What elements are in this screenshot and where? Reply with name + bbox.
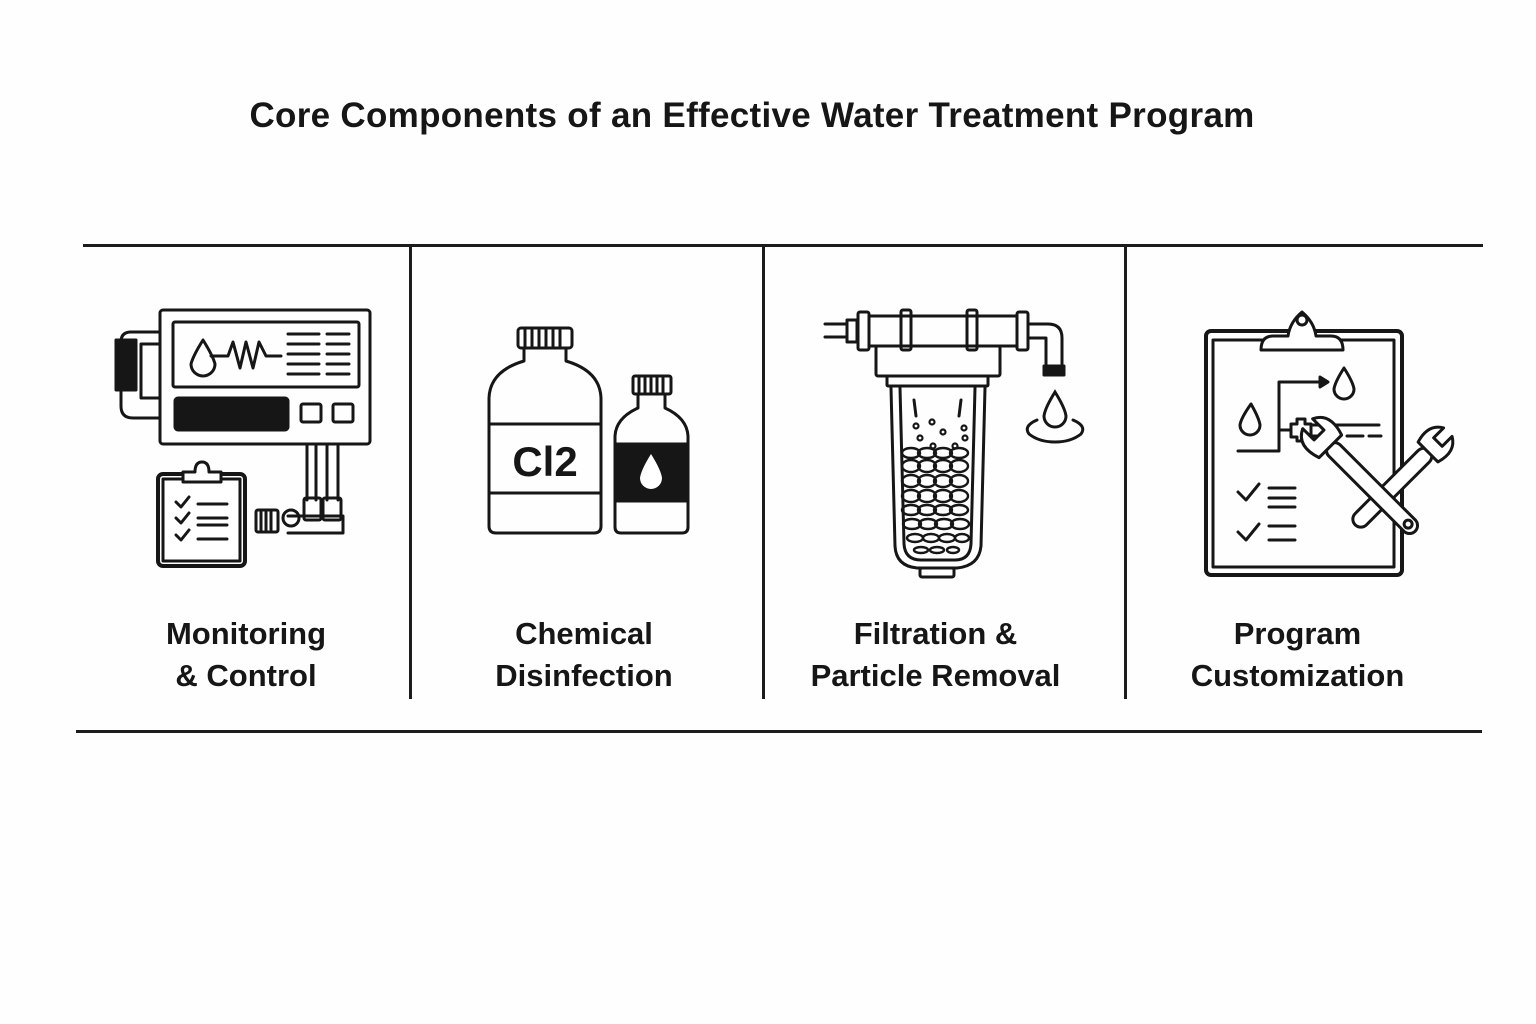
chemical-bottles-icon: Cl2 — [487, 326, 690, 535]
label-line-2: Customization — [1190, 658, 1405, 693]
bottom-rule — [76, 730, 1482, 733]
label-line-1: Monitoring — [165, 616, 327, 651]
column-divider — [762, 245, 765, 699]
label-line-2: & Control — [175, 658, 317, 693]
top-rule — [83, 244, 1483, 247]
column-divider — [409, 245, 412, 699]
column-divider — [1124, 245, 1127, 699]
component-label: Chemical Disinfection — [406, 613, 762, 697]
component-monitoring-control: Monitoring & Control — [83, 248, 409, 698]
label-line-1: Program — [1233, 616, 1362, 651]
clipboard-wrench-icon — [1204, 310, 1455, 577]
label-line-1: Chemical — [515, 616, 653, 651]
component-label: Filtration & Particle Removal — [747, 613, 1124, 697]
component-label: Monitoring & Control — [83, 613, 409, 697]
component-chemical-disinfection: Cl2 Chemical Disinfection — [412, 248, 762, 698]
component-program-customization: Program Customization — [1127, 248, 1483, 698]
cl2-label: Cl2 — [512, 438, 577, 485]
monitoring-controller-icon — [114, 308, 372, 568]
diagram-title: Core Components of an Effective Water Tr… — [249, 96, 1255, 135]
component-filtration: Filtration & Particle Removal — [765, 248, 1124, 698]
label-line-1: Filtration & — [853, 616, 1018, 651]
label-line-2: Disinfection — [495, 658, 673, 693]
component-label: Program Customization — [1112, 613, 1483, 697]
label-line-2: Particle Removal — [810, 658, 1061, 693]
water-filter-icon — [823, 308, 1085, 579]
